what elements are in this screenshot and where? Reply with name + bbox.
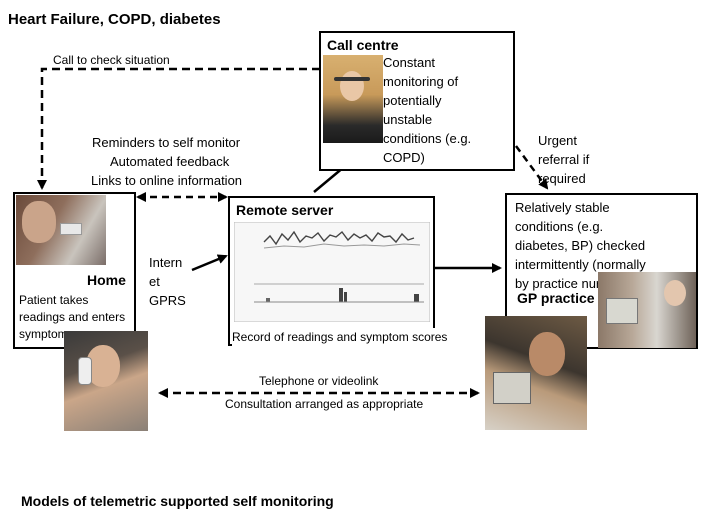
call-to-check-arrow bbox=[37, 67, 320, 190]
internet-label-line-3: GPRS bbox=[149, 293, 186, 308]
urgent-label-line-2: referral if bbox=[538, 152, 590, 167]
call-centre-operator-photo bbox=[323, 55, 383, 143]
patient-phone-photo bbox=[64, 331, 148, 431]
call-centre-desc-line-2: monitoring of bbox=[383, 74, 459, 89]
remote-server-title: Remote server bbox=[236, 202, 334, 218]
home-title: Home bbox=[87, 272, 126, 288]
remote-server-box: Remote server bbox=[228, 196, 435, 346]
call-centre-box: Call centre Constant monitoring of poten… bbox=[319, 31, 515, 171]
gp-practice-title: GP practice bbox=[517, 290, 595, 306]
reminders-label-line-1: Reminders to self monitor bbox=[92, 135, 241, 150]
gp-desc-line-2: conditions (e.g. bbox=[515, 219, 604, 234]
gp-desc-line-1: Relatively stable bbox=[515, 200, 610, 215]
call-centre-desc-line-4: unstable bbox=[383, 112, 433, 127]
home-box: Home Patient takes readings and enters s… bbox=[13, 192, 136, 349]
reminders-label-line-3: Links to online information bbox=[91, 173, 243, 188]
diagram-title: Heart Failure, COPD, diabetes bbox=[8, 11, 221, 28]
home-desc-line-2: readings and enters bbox=[19, 310, 126, 324]
call-centre-desc-line-3: potentially bbox=[383, 93, 442, 108]
readings-chart-thumbnail bbox=[234, 222, 430, 322]
home-desc-line-3: symptoms bbox=[19, 327, 74, 341]
call-centre-title: Call centre bbox=[327, 37, 399, 53]
urgent-referral-arrow bbox=[514, 145, 549, 190]
home-desc-line-1: Patient takes bbox=[19, 293, 89, 307]
gp-desc-line-4: intermittently (normally bbox=[515, 257, 646, 272]
remote-server-caption: Record of readings and symptom scores bbox=[232, 328, 448, 347]
internet-label-line-2: et bbox=[149, 274, 160, 289]
call-centre-desc-line-1: Constant bbox=[383, 55, 436, 70]
home-to-server-arrow bbox=[191, 254, 228, 272]
home-patient-photo bbox=[16, 195, 106, 265]
gp-nurse-photo bbox=[598, 272, 696, 348]
gp-desc-line-5: by practice nurse) bbox=[515, 276, 619, 291]
telephone-label-line-1: Telephone or videolink bbox=[259, 374, 379, 388]
call-centre-desc-line-6: COPD) bbox=[383, 150, 425, 165]
reminders-label-line-2: Automated feedback bbox=[110, 154, 230, 169]
call-to-check-label: Call to check situation bbox=[53, 53, 170, 67]
telephone-label-line-2: Consultation arranged as appropriate bbox=[225, 397, 424, 411]
gp-desc-line-3: diabetes, BP) checked bbox=[515, 238, 646, 253]
gp-practice-box: Relatively stable conditions (e.g. diabe… bbox=[505, 193, 698, 349]
diagram-footer: Models of telemetric supported self moni… bbox=[21, 493, 334, 509]
clinician-photo bbox=[485, 316, 587, 430]
internet-label-line-1: Intern bbox=[149, 255, 183, 270]
urgent-label-line-3: required bbox=[538, 171, 586, 186]
call-centre-desc-line-5: conditions (e.g. bbox=[383, 131, 472, 146]
urgent-label-line-1: Urgent bbox=[538, 133, 578, 148]
